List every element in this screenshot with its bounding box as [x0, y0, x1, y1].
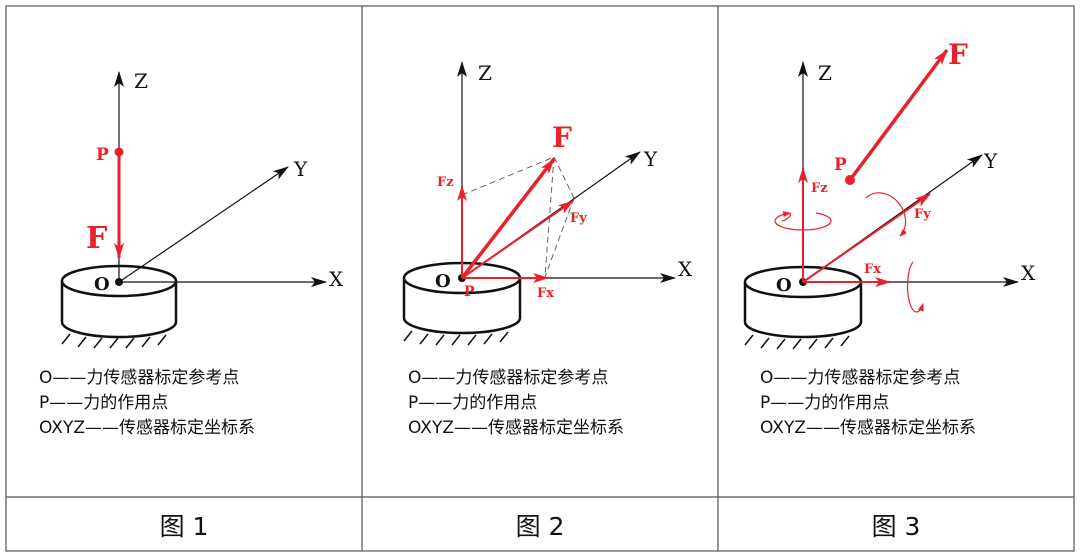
- p-label: P: [96, 145, 109, 165]
- p-label: P: [834, 155, 847, 175]
- legend-3: O——力传感器标定参考点 P——力的作用点 OXYZ——传感器标定坐标系: [760, 366, 976, 441]
- diagram-2: Z Y X O F Fz Fy Fx P: [402, 61, 693, 346]
- z-axis-label: Z: [478, 61, 492, 85]
- legend-line: P——力的作用点: [39, 393, 169, 413]
- force-vector: [848, 48, 949, 182]
- ground-hatch: [744, 334, 850, 350]
- origin-point: [115, 278, 123, 286]
- action-point-p: [845, 175, 855, 185]
- fy-label: Fy: [570, 211, 587, 226]
- caption-3: 图 3: [871, 512, 921, 541]
- force-sensor-cylinder: [60, 264, 178, 339]
- caption-2: 图 2: [515, 512, 565, 541]
- fz-label: Fz: [437, 175, 454, 190]
- figure-panel-1: Z Y X O P F O——力传感器标定参考点 P——力的作用点 OXYZ——…: [6, 0, 362, 557]
- force-component-fy: [802, 193, 931, 283]
- action-point-p: [114, 147, 124, 157]
- legend-line: O——力传感器标定参考点: [39, 368, 240, 388]
- legend-line: OXYZ——传感器标定坐标系: [408, 418, 624, 438]
- fy-label: Fy: [914, 207, 931, 222]
- x-axis-label: X: [678, 257, 693, 281]
- caption-1: 图 1: [159, 512, 209, 541]
- x-axis-label: X: [1021, 261, 1036, 285]
- y-axis-label: Y: [983, 149, 998, 173]
- y-axis-label: Y: [643, 147, 658, 171]
- z-axis-label: Z: [134, 69, 148, 93]
- p-label: P: [464, 284, 475, 300]
- legend-line: O——力传感器标定参考点: [760, 368, 961, 388]
- legend-line: OXYZ——传感器标定坐标系: [760, 418, 976, 438]
- fx-label: Fx: [537, 286, 554, 301]
- force-label: F: [86, 221, 107, 256]
- origin-label: O: [94, 274, 110, 295]
- moment-about-z: [774, 211, 832, 231]
- legend-line: O——力传感器标定参考点: [408, 368, 609, 388]
- legend-line: OXYZ——传感器标定坐标系: [39, 418, 255, 438]
- figure-panel-3: Z Y X O Fz Fy Fx P F O——力传感器标定参考点 P——力的作…: [718, 0, 1074, 557]
- y-axis-label: Y: [293, 157, 308, 181]
- force-component-fy: [461, 200, 574, 279]
- force-vector: [460, 157, 556, 280]
- origin-label: O: [435, 271, 451, 292]
- ground-hatch: [61, 333, 167, 349]
- legend-1: O——力传感器标定参考点 P——力的作用点 OXYZ——传感器标定坐标系: [39, 366, 255, 441]
- x-axis-label: X: [329, 267, 344, 291]
- fz-label: Fz: [811, 181, 828, 196]
- ground-hatch: [403, 330, 509, 346]
- legend-line: P——力的作用点: [760, 393, 890, 413]
- diagram-3: Z Y X O Fz Fy Fx P F: [743, 38, 1036, 350]
- force-label: F: [552, 121, 572, 154]
- legend-line: P——力的作用点: [408, 393, 538, 413]
- moment-about-y: [865, 192, 908, 237]
- moment-about-x: [906, 261, 924, 313]
- origin-label: O: [776, 275, 792, 296]
- y-axis: [118, 166, 289, 283]
- figure-panel-2: Z Y X O F Fz Fy Fx P O——力传感器标定参考点 P——力的作…: [362, 0, 718, 557]
- diagram-1: Z Y X O P F: [60, 69, 344, 349]
- legend-2: O——力传感器标定参考点 P——力的作用点 OXYZ——传感器标定坐标系: [408, 366, 624, 441]
- fx-label: Fx: [864, 262, 881, 277]
- force-label: F: [948, 38, 968, 71]
- z-axis-label: Z: [818, 61, 832, 85]
